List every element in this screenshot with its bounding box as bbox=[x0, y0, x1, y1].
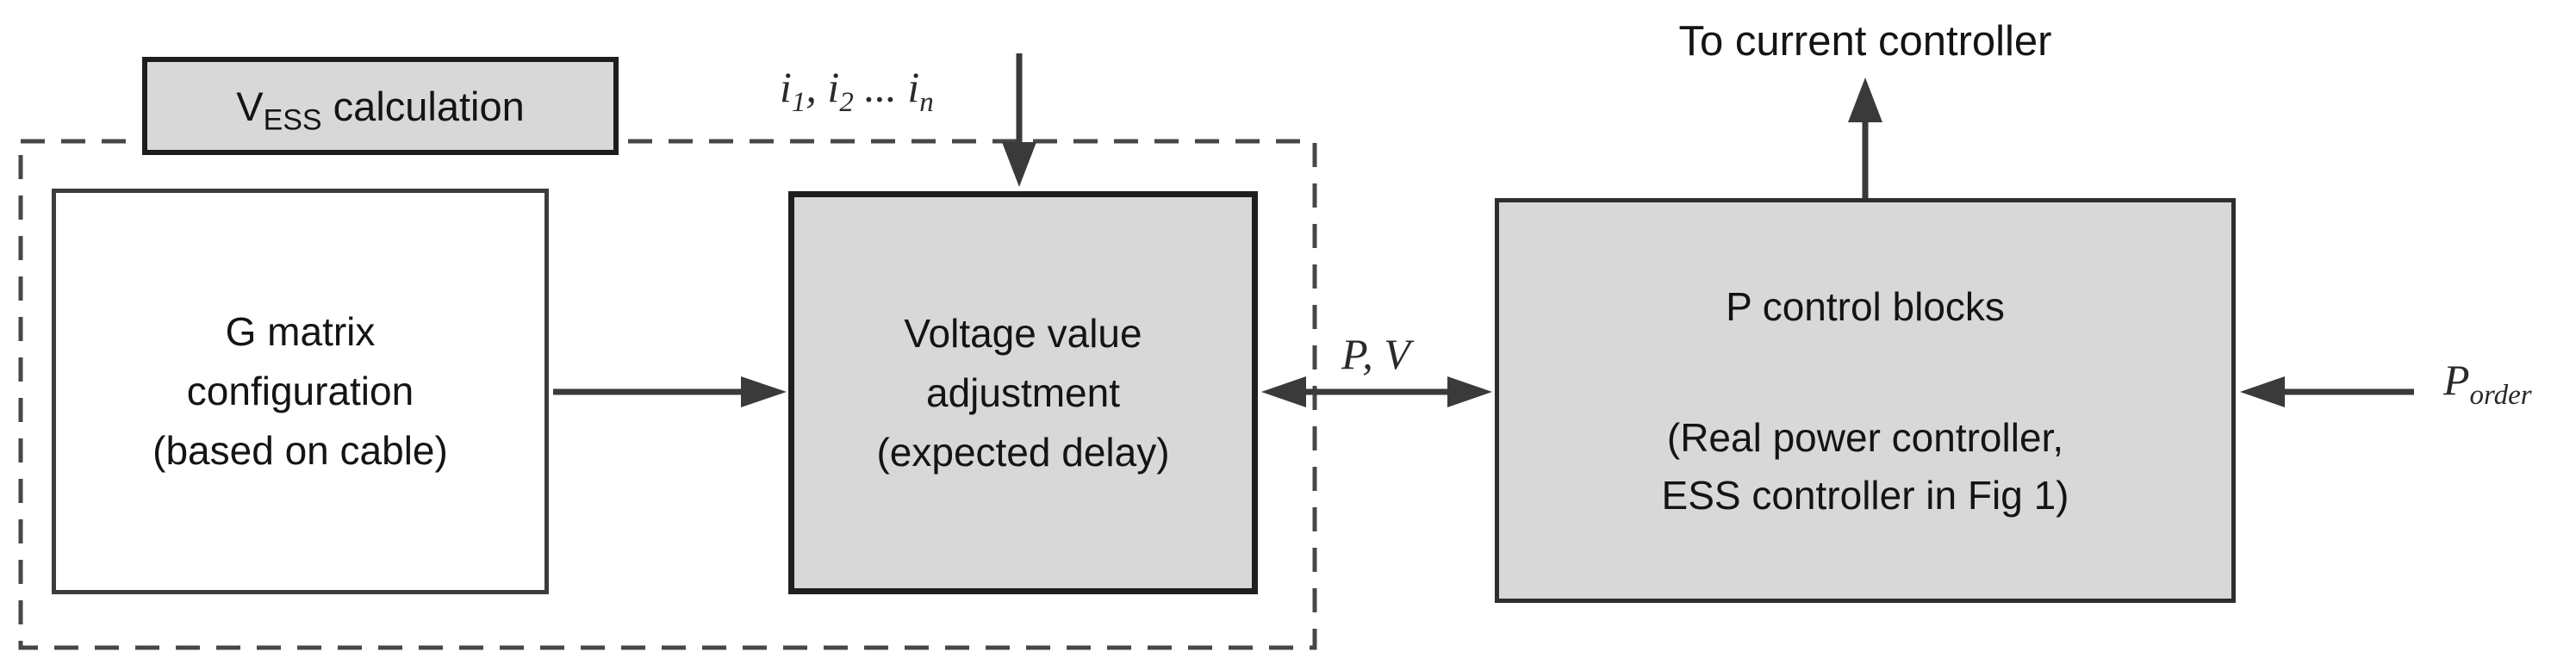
currents-i1-base: i bbox=[780, 63, 792, 111]
voltage-box-line-3: (expected delay) bbox=[876, 429, 1170, 475]
voltage-value-adjustment-block: Voltage value adjustment (expected delay… bbox=[788, 191, 1258, 594]
arrow-pv-bidirectional bbox=[1261, 376, 1492, 407]
vess-title-base: V bbox=[236, 83, 264, 129]
g-box-line-1: G matrix bbox=[225, 309, 376, 354]
g-box-line-2: configuration bbox=[186, 369, 414, 413]
p-box-note-line-1: (Real power controller, bbox=[1666, 414, 2064, 460]
pv-exchange-label: P, V bbox=[1341, 330, 1410, 378]
currents-input-label: i1, i2 ... in bbox=[780, 62, 934, 117]
p-box-note-line-2: ESS controller in Fig 1) bbox=[1661, 472, 2069, 518]
voltage-box-line-2: adjustment bbox=[925, 369, 1120, 415]
p-order-base: P bbox=[2443, 356, 2470, 404]
p-box-title: P control blocks bbox=[1726, 283, 2005, 329]
g-box-line-3: (based on cable) bbox=[152, 428, 448, 473]
currents-i2-base: i bbox=[827, 63, 840, 111]
currents-sep-1: , bbox=[806, 63, 828, 111]
p-box-note: (Real power controller, ESS controller i… bbox=[1662, 409, 2069, 525]
arrow-currents-into-voltage bbox=[1002, 53, 1036, 187]
to-current-controller-label: To current controller bbox=[1678, 18, 2052, 65]
arrow-to-current-controller bbox=[1848, 78, 1882, 198]
arrow-gmatrix-to-voltage bbox=[553, 376, 787, 407]
p-order-label: Porder bbox=[2443, 355, 2532, 410]
currents-in-sub: n bbox=[919, 87, 934, 118]
g-matrix-configuration-block: G matrix configuration (based on cable) bbox=[52, 189, 549, 594]
vess-title-subscript: ESS bbox=[263, 102, 322, 136]
p-control-blocks-block: P control blocks (Real power controller,… bbox=[1495, 198, 2236, 603]
currents-in-base: i bbox=[907, 63, 920, 111]
currents-sep-2: ... bbox=[853, 63, 908, 111]
vess-calculation-title-box: VESS calculation bbox=[142, 57, 619, 155]
p-order-subscript: order bbox=[2469, 380, 2532, 411]
currents-i1-sub: 1 bbox=[791, 87, 806, 118]
voltage-box-line-1: Voltage value bbox=[904, 310, 1142, 356]
arrow-porder-into-pcontrol bbox=[2240, 376, 2414, 407]
vess-calculation-title: VESS calculation bbox=[236, 83, 525, 134]
currents-i2-sub: 2 bbox=[839, 87, 854, 118]
vess-title-rest: calculation bbox=[321, 83, 525, 129]
